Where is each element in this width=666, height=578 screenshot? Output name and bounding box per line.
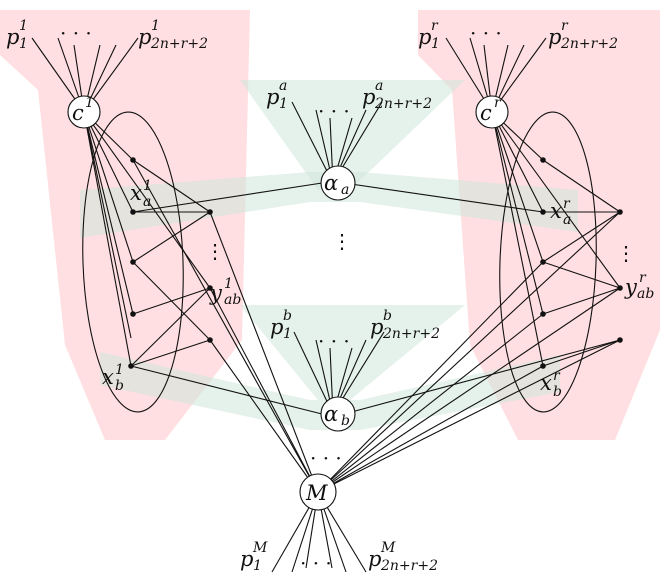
svg-text:c: c — [480, 101, 492, 125]
svg-text:1: 1 — [143, 178, 152, 194]
svg-text:x: x — [550, 199, 562, 223]
svg-text:x: x — [130, 181, 142, 205]
svg-text:a: a — [375, 78, 383, 94]
svg-text:2n+r+2: 2n+r+2 — [380, 558, 438, 574]
svg-text:M: M — [252, 540, 268, 556]
svg-text:1: 1 — [115, 362, 124, 378]
svg-text:p: p — [368, 547, 381, 571]
ellipsis-alpha-b: · · · — [318, 329, 350, 353]
svg-text:r: r — [553, 368, 561, 384]
svg-text:1: 1 — [224, 276, 233, 292]
svg-text:p: p — [370, 315, 383, 339]
svg-text:M: M — [305, 481, 328, 505]
svg-text:p: p — [418, 25, 431, 49]
svg-text:α: α — [324, 171, 338, 195]
svg-text:1: 1 — [19, 18, 28, 34]
svg-text:a: a — [563, 212, 571, 228]
right-vertex-dots — [540, 157, 623, 369]
label-p1-1: p 1 1 — [6, 18, 28, 52]
green-funnel-a — [240, 80, 465, 190]
node-M: M — [299, 473, 337, 511]
node-cr: c r — [475, 95, 509, 129]
svg-text:c: c — [72, 101, 84, 125]
svg-text:1: 1 — [431, 36, 440, 52]
svg-text:y: y — [624, 275, 638, 299]
svg-text:1: 1 — [151, 18, 160, 34]
node-alpha-a: α a — [320, 165, 356, 201]
right-edges — [317, 37, 621, 493]
label-pb-last: p b 2n+r+2 — [370, 308, 440, 342]
ellipsis-left-vertical: ⋮ — [205, 239, 225, 263]
svg-text:2n+r+2: 2n+r+2 — [560, 36, 618, 52]
svg-text:ab: ab — [637, 286, 654, 302]
label-pr-last: p r 2n+r+2 — [548, 18, 618, 52]
left-ellipse — [82, 111, 184, 413]
label-pM-last: p M 2n+r+2 — [368, 540, 438, 574]
green-funnel-b — [240, 305, 465, 400]
svg-text:1: 1 — [85, 95, 94, 111]
label-xb1: x 1 b — [102, 362, 124, 394]
svg-text:r: r — [494, 95, 502, 111]
ellipsis-right-vertical: ⋮ — [616, 241, 636, 265]
label-pb-1: p b 1 — [270, 308, 292, 342]
svg-text:b: b — [341, 413, 350, 429]
svg-text:ab: ab — [224, 292, 241, 308]
svg-text:y: y — [209, 281, 223, 305]
node-c1: c 1 — [67, 95, 101, 129]
label-pM-1: p M 1 — [240, 540, 268, 574]
svg-text:a: a — [341, 182, 349, 198]
svg-text:b: b — [115, 378, 124, 394]
green-band-a — [80, 172, 578, 238]
svg-text:1: 1 — [253, 558, 262, 574]
left-vertex-dots — [128, 157, 213, 369]
left-edges — [31, 37, 323, 493]
svg-text:b: b — [283, 308, 292, 324]
svg-text:p: p — [548, 25, 561, 49]
svg-text:r: r — [563, 196, 571, 212]
svg-text:p: p — [362, 85, 375, 109]
label-yab1: y 1 ab — [209, 276, 241, 308]
label-xar: x r a — [550, 196, 571, 228]
svg-text:α: α — [324, 402, 338, 426]
green-band-b — [100, 352, 560, 430]
label-pa-last: p a 2n+r+2 — [362, 78, 432, 112]
label-pr-1: p r 1 — [418, 18, 440, 52]
svg-text:x: x — [102, 365, 114, 389]
svg-text:1: 1 — [279, 96, 288, 112]
ellipsis-top-right: · · · — [470, 21, 502, 45]
svg-text:r: r — [639, 270, 647, 286]
svg-text:x: x — [540, 371, 552, 395]
ellipsis-above-M: · · · — [310, 446, 342, 470]
ellipsis-top-left: · · · — [60, 21, 92, 45]
svg-text:1: 1 — [19, 36, 28, 52]
svg-text:r: r — [561, 18, 569, 34]
svg-text:p: p — [266, 85, 279, 109]
svg-text:p: p — [138, 25, 151, 49]
svg-text:2n+r+2: 2n+r+2 — [374, 96, 432, 112]
svg-text:b: b — [383, 308, 392, 324]
label-xa1: x 1 a — [130, 178, 152, 210]
label-pa-1: p a 1 — [266, 78, 288, 112]
svg-text:r: r — [431, 18, 439, 34]
ellipsis-alpha-a: · · · — [318, 99, 350, 123]
ellipsis-bottom: · · · — [300, 551, 332, 575]
svg-text:a: a — [143, 194, 151, 210]
svg-text:M: M — [380, 540, 396, 556]
svg-text:b: b — [553, 384, 562, 400]
svg-text:a: a — [279, 78, 287, 94]
ellipsis-middle-vertical: ⋮ — [332, 229, 352, 253]
svg-text:p: p — [270, 315, 283, 339]
label-yabr: y r ab — [624, 270, 654, 302]
label-xbr: x r b — [540, 368, 562, 400]
right-ellipse — [499, 111, 597, 413]
svg-text:p: p — [6, 25, 19, 49]
svg-text:p: p — [240, 547, 253, 571]
svg-text:2n+r+2: 2n+r+2 — [382, 326, 440, 342]
svg-text:2n+r+2: 2n+r+2 — [150, 36, 208, 52]
node-alpha-b: α b — [320, 396, 356, 432]
svg-text:1: 1 — [283, 326, 292, 342]
label-p1-last: p 1 2n+r+2 — [138, 18, 208, 52]
